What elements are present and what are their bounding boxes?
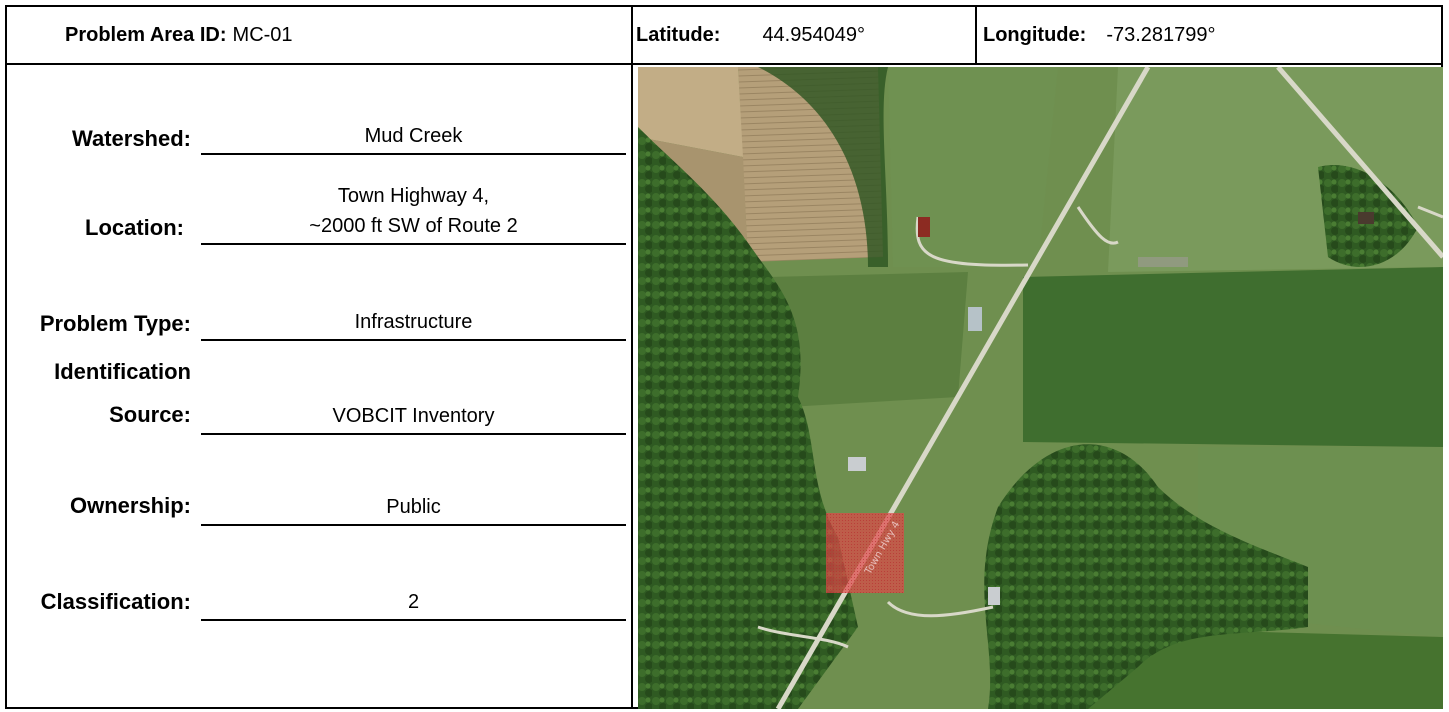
- classification-value: 2: [201, 587, 626, 621]
- watershed-label: Watershed:: [72, 126, 191, 151]
- ownership-label: Ownership:: [69, 493, 191, 518]
- divider-header: [975, 7, 977, 65]
- problem-type-value: Infrastructure: [201, 307, 626, 341]
- longitude-value: -73.281799°: [1106, 23, 1216, 46]
- latitude-label: Latitude:: [636, 23, 721, 46]
- watershed-value: Mud Creek: [201, 121, 626, 155]
- problem-type-label: Problem Type:: [39, 311, 191, 336]
- latitude-value: 44.954049°: [762, 23, 865, 46]
- problem-area-id-cell: Problem Area ID: MC-01: [7, 7, 631, 65]
- aerial-map-image: Town Hwy 4: [638, 67, 1443, 709]
- divider-main: [631, 7, 633, 709]
- longitude-cell: Longitude: -73.281799°: [977, 7, 1441, 65]
- classification-label: Classification:: [40, 589, 191, 614]
- location-label: Location:: [85, 215, 184, 240]
- location-value-line1: Town Highway 4,: [337, 185, 490, 207]
- aerial-map: Town Hwy 4: [638, 67, 1443, 709]
- identification-source-label-line1: Identification: [54, 359, 191, 384]
- problem-area-id-value: MC-01: [232, 23, 293, 46]
- latitude-cell: Latitude: 44.954049°: [631, 7, 977, 65]
- identification-source-label-line2: Source:: [109, 402, 191, 427]
- problem-area-sheet: Problem Area ID: MC-01 Latitude: 44.9540…: [5, 5, 1443, 709]
- identification-source-value: VOBCIT Inventory: [201, 401, 626, 435]
- location-value-line2: ~2000 ft SW of Route 2: [309, 215, 518, 237]
- location-value: Town Highway 4, ~2000 ft SW of Route 2: [201, 181, 626, 245]
- problem-area-id-label: Problem Area ID:: [65, 23, 227, 46]
- ownership-value: Public: [201, 492, 626, 526]
- longitude-label: Longitude:: [983, 23, 1087, 46]
